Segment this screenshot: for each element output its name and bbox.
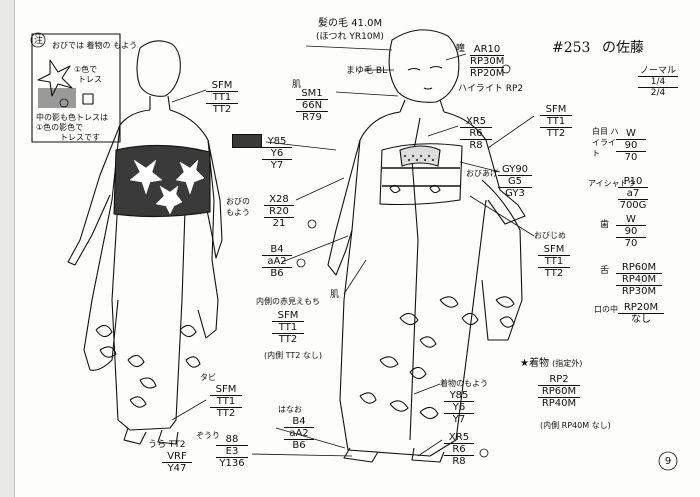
skin-label-2: 肌 bbox=[330, 290, 340, 300]
note-text-5: トレスです bbox=[60, 133, 100, 142]
obi-pattern-label: おびの もよう bbox=[226, 197, 250, 217]
hair-alt: (ほつれ YR10M) bbox=[316, 32, 384, 42]
note-text-3: 中の影も色トレスは bbox=[36, 113, 108, 122]
hanao-label: はなお bbox=[278, 405, 302, 414]
skin-label: 肌 bbox=[292, 80, 302, 90]
note-text-4: ①色の影色で bbox=[36, 123, 84, 132]
kimono-pattern-label: 着物のもよう bbox=[440, 379, 488, 388]
front-head bbox=[388, 29, 460, 103]
star-icon bbox=[37, 59, 73, 97]
hair-label: 髪の毛 41.0M bbox=[318, 18, 383, 29]
gray-sample bbox=[38, 88, 76, 108]
note-mark: 注 bbox=[34, 36, 44, 46]
note-heading: おびでは 着物の もよう bbox=[52, 41, 138, 50]
zori-label: ぞうり bbox=[196, 431, 220, 440]
obiage-label: おびあげ bbox=[466, 169, 498, 178]
kimono-label: ★着物 (指定外) bbox=[520, 358, 583, 369]
note-text-1: ①色で bbox=[74, 65, 98, 74]
obi-swatch bbox=[232, 134, 262, 148]
note-text-2: トレス bbox=[78, 75, 102, 84]
table-label-2: 歯 bbox=[600, 220, 610, 230]
kimono-inner-note: (内側 RP40M なし) bbox=[540, 421, 611, 430]
inner-collar-label: 内側の赤見えもち bbox=[256, 297, 320, 306]
character-name: の佐藤 bbox=[602, 40, 644, 56]
obijime-label: おびじめ bbox=[534, 231, 566, 240]
note-box bbox=[31, 33, 121, 143]
eyebrow-label: まゆ毛 BL bbox=[346, 66, 388, 76]
table-label-1: アイシャドウ bbox=[588, 179, 636, 188]
inner-collar-note: (内側 TT2 なし) bbox=[264, 351, 323, 360]
table-label-0: 白目 ハイライト bbox=[592, 127, 619, 158]
page-number: 9 bbox=[664, 456, 672, 467]
back-head bbox=[136, 40, 181, 97]
sole-label: うら TT2 bbox=[148, 440, 186, 450]
stamp-icon bbox=[82, 93, 94, 105]
eye-label: 瞳 bbox=[456, 44, 466, 54]
table-label-4: 口の中 bbox=[594, 305, 618, 314]
eye-highlight: ハイライト RP2 bbox=[458, 84, 524, 94]
table-label-3: 舌 bbox=[600, 266, 610, 276]
front-obi bbox=[379, 143, 463, 206]
scene-number: #253 bbox=[552, 40, 591, 56]
tabi-label: タビ bbox=[200, 373, 216, 382]
